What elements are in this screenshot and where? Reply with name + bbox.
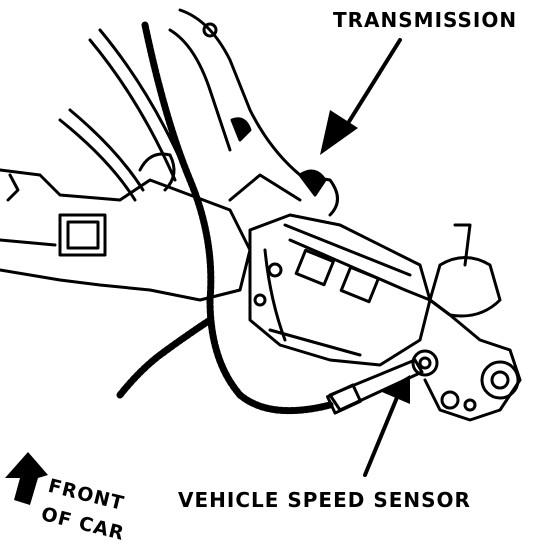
transmission-case bbox=[248, 213, 432, 367]
vss-arrow bbox=[363, 393, 400, 477]
wiring-harness bbox=[116, 21, 334, 415]
shifter-tower bbox=[403, 223, 522, 422]
transmission-housing bbox=[168, 8, 339, 217]
transmission-label: TRANSMISSION bbox=[333, 8, 518, 32]
engine-block bbox=[0, 152, 252, 302]
pointer-arrows bbox=[320, 38, 410, 477]
front-arrow-icon bbox=[5, 452, 48, 505]
vehicle-speed-sensor-label: VEHICLE SPEED SENSOR bbox=[178, 488, 471, 512]
transmission-arrow bbox=[343, 38, 402, 130]
